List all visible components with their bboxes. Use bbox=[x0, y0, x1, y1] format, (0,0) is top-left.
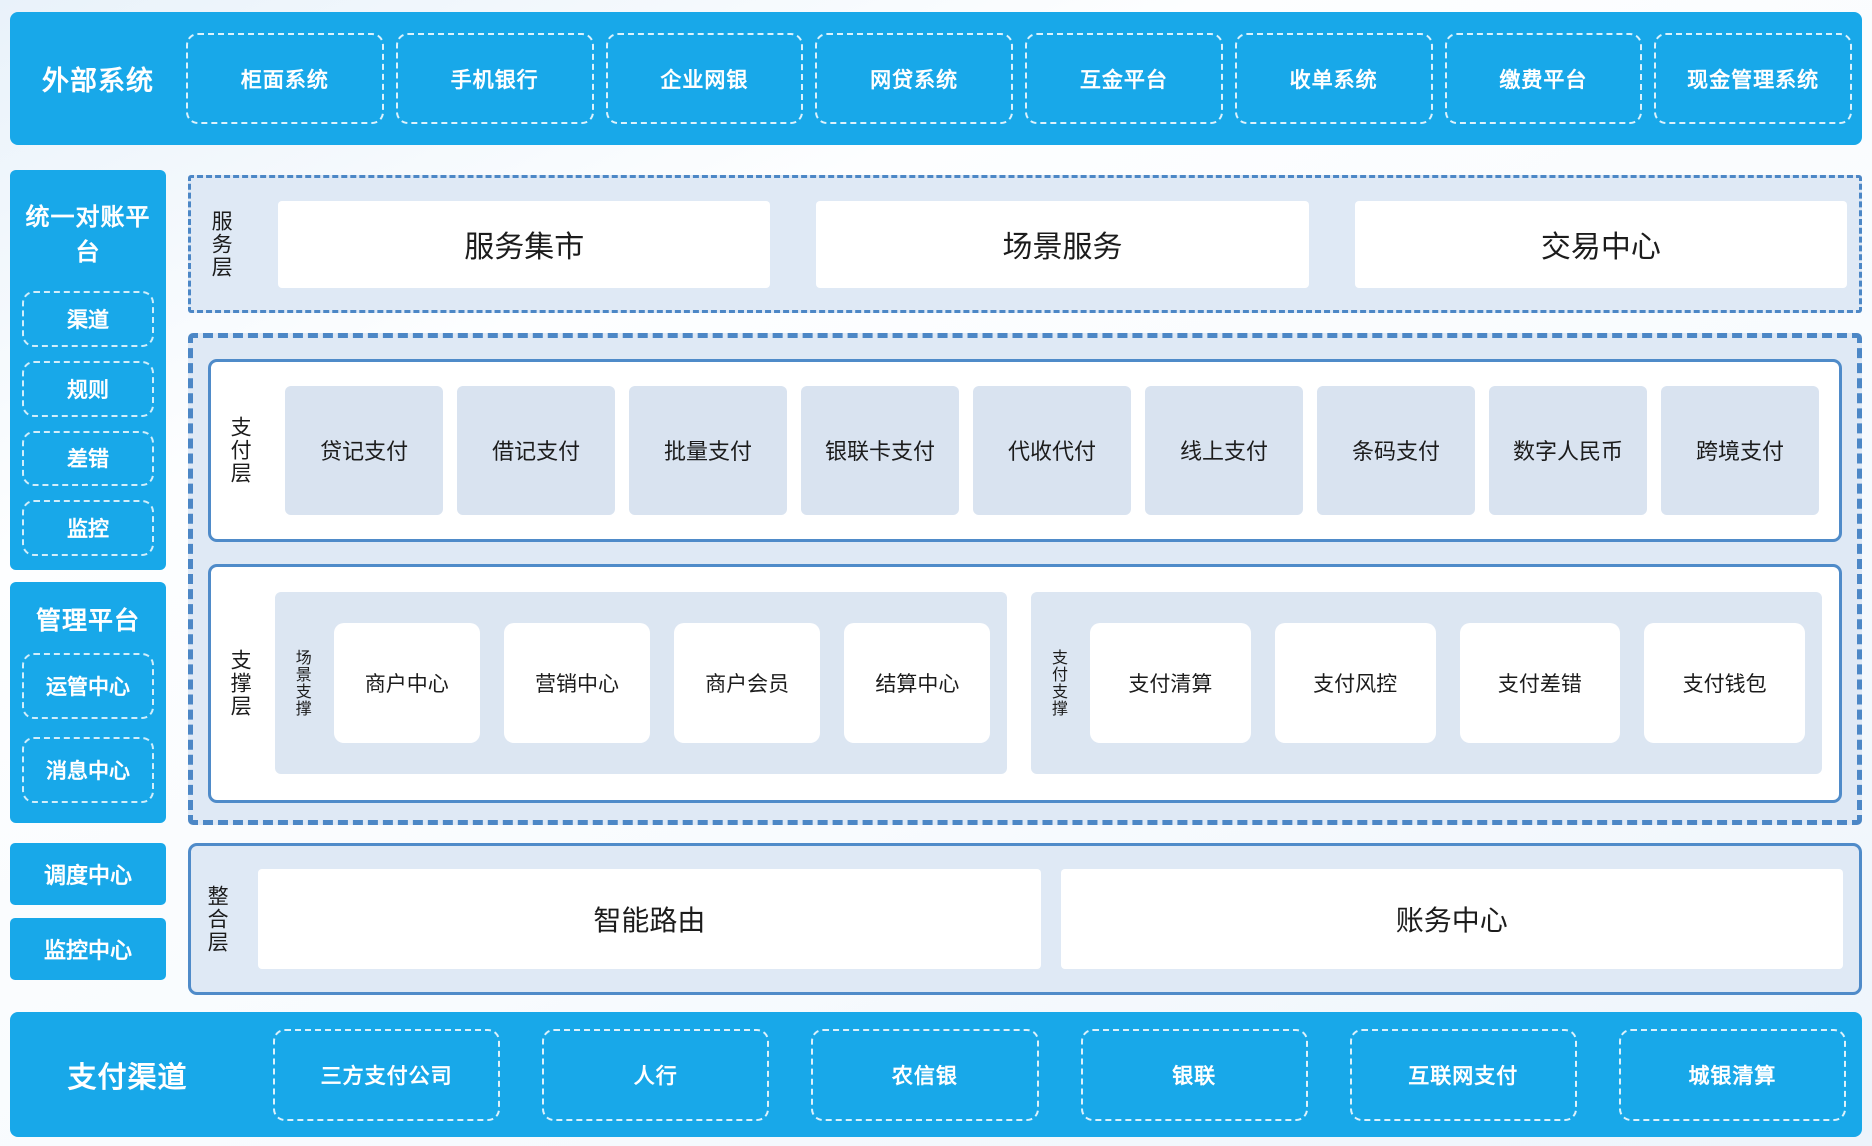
external-system-node: 现金管理系统 bbox=[1654, 33, 1852, 124]
external-systems-label: 外部系统 bbox=[42, 66, 154, 96]
payment-channel-node: 人行 bbox=[542, 1028, 770, 1121]
external-system-node: 网贷系统 bbox=[815, 33, 1013, 124]
payment-support-label: 支付支撑 bbox=[1049, 649, 1067, 718]
payment-node: 条码支付 bbox=[1317, 385, 1475, 515]
payment-support-panel: 支付支撑 支付清算 支付风控 支付差错 支付钱包 bbox=[1031, 592, 1822, 775]
reconciliation-node: 规则 bbox=[22, 360, 154, 417]
scene-support-panel: 场景支撑 商户中心 营销中心 商户会员 结算中心 bbox=[275, 592, 1008, 775]
external-system-node: 企业网银 bbox=[605, 33, 804, 124]
payment-node: 借记支付 bbox=[457, 385, 616, 515]
management-platform-title: 管理平台 bbox=[35, 607, 140, 635]
service-layer-label: 服务层 bbox=[209, 209, 233, 279]
external-system-node: 柜面系统 bbox=[186, 33, 384, 124]
scene-support-node: 商户会员 bbox=[674, 623, 821, 744]
management-platform-box: 管理平台 运管中心 消息中心 bbox=[10, 582, 166, 823]
external-systems-items: 柜面系统 手机银行 企业网银 网贷系统 互金平台 收单系统 缴费平台 现金管理系… bbox=[186, 33, 1862, 124]
scene-support-node: 商户中心 bbox=[333, 623, 480, 744]
integration-node: 智能路由 bbox=[258, 869, 1041, 969]
main-column: 服务层 服务集市 场景服务 交易中心 支付层 贷记支付 借记支付 批量支付 银联… bbox=[188, 175, 1862, 995]
monitor-center-box: 监控中心 bbox=[10, 918, 166, 980]
management-node: 消息中心 bbox=[22, 737, 154, 803]
payment-channels-bar: 支付渠道 三方支付公司 人行 农信银 银联 互联网支付 城银清算 bbox=[10, 1012, 1862, 1137]
left-sidebar: 统一对账平台 渠道 规则 差错 监控 管理平台 运管中心 消息中心 调度中心 监… bbox=[10, 170, 166, 995]
payment-node: 跨境支付 bbox=[1660, 385, 1819, 515]
integration-node: 账务中心 bbox=[1060, 869, 1843, 969]
scene-support-node: 结算中心 bbox=[844, 623, 991, 744]
middle-row: 统一对账平台 渠道 规则 差错 监控 管理平台 运管中心 消息中心 调度中心 监… bbox=[10, 170, 1862, 995]
payment-layer-items: 贷记支付 借记支付 批量支付 银联卡支付 代收代付 线上支付 条码支付 数字人民… bbox=[285, 385, 1819, 515]
payment-channel-node: 银联 bbox=[1080, 1028, 1308, 1121]
payment-node: 贷记支付 bbox=[285, 385, 444, 515]
payment-support-node: 支付差错 bbox=[1459, 623, 1621, 744]
external-system-node: 手机银行 bbox=[395, 33, 594, 124]
payment-channel-node: 三方支付公司 bbox=[273, 1028, 501, 1121]
service-layer: 服务层 服务集市 场景服务 交易中心 bbox=[188, 175, 1862, 313]
payment-node: 批量支付 bbox=[629, 385, 788, 515]
service-node: 场景服务 bbox=[816, 200, 1309, 288]
core-layers-container: 支付层 贷记支付 借记支付 批量支付 银联卡支付 代收代付 线上支付 条码支付 … bbox=[188, 333, 1862, 825]
management-node: 运管中心 bbox=[22, 653, 154, 719]
payment-support-node: 支付风控 bbox=[1274, 623, 1436, 744]
service-node: 交易中心 bbox=[1354, 200, 1847, 288]
integration-layer-items: 智能路由 账务中心 bbox=[258, 869, 1843, 969]
scene-support-label: 场景支撑 bbox=[292, 649, 310, 718]
payment-support-node: 支付清算 bbox=[1090, 623, 1251, 744]
service-node: 服务集市 bbox=[278, 200, 771, 288]
payment-node: 银联卡支付 bbox=[801, 385, 960, 515]
reconciliation-node: 渠道 bbox=[22, 291, 154, 347]
payment-node: 数字人民币 bbox=[1488, 385, 1647, 515]
support-layer: 支撑层 场景支撑 商户中心 营销中心 商户会员 结算中心 支付支撑 支付清算 支… bbox=[208, 563, 1842, 803]
integration-layer-label: 整合层 bbox=[205, 884, 229, 954]
payment-node: 代收代付 bbox=[973, 385, 1132, 515]
external-system-node: 收单系统 bbox=[1234, 33, 1433, 124]
reconciliation-platform-box: 统一对账平台 渠道 规则 差错 监控 bbox=[10, 170, 166, 570]
external-systems-bar: 外部系统 柜面系统 手机银行 企业网银 网贷系统 互金平台 收单系统 缴费平台 … bbox=[10, 12, 1862, 145]
payment-support-node: 支付钱包 bbox=[1644, 623, 1805, 744]
payment-channel-node: 互联网支付 bbox=[1349, 1028, 1577, 1121]
payment-channels-label: 支付渠道 bbox=[67, 1061, 188, 1094]
payment-node: 线上支付 bbox=[1145, 385, 1303, 515]
external-system-node: 缴费平台 bbox=[1444, 33, 1643, 124]
external-system-node: 互金平台 bbox=[1025, 33, 1223, 124]
integration-layer: 整合层 智能路由 账务中心 bbox=[188, 843, 1862, 995]
reconciliation-node: 差错 bbox=[22, 430, 154, 487]
payment-channel-node: 农信银 bbox=[811, 1028, 1039, 1121]
scene-support-node: 营销中心 bbox=[503, 623, 651, 744]
payment-channel-node: 城银清算 bbox=[1618, 1028, 1847, 1121]
support-layer-label: 支撑层 bbox=[228, 648, 252, 718]
reconciliation-node: 监控 bbox=[22, 500, 154, 556]
dispatch-center-box: 调度中心 bbox=[10, 843, 166, 905]
payment-layer: 支付层 贷记支付 借记支付 批量支付 银联卡支付 代收代付 线上支付 条码支付 … bbox=[208, 359, 1842, 542]
reconciliation-platform-title: 统一对账平台 bbox=[25, 204, 151, 266]
payment-layer-label: 支付层 bbox=[228, 415, 252, 485]
payment-channels-items: 三方支付公司 人行 农信银 银联 互联网支付 城银清算 bbox=[245, 1028, 1862, 1121]
